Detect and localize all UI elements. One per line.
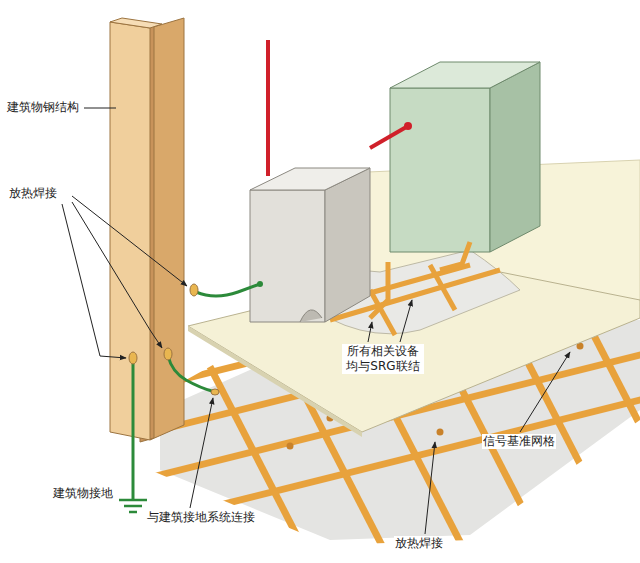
callout-label: 所有相关设备 均与SRG联结 — [342, 344, 424, 374]
callout-label: 建筑物钢结构 — [6, 100, 80, 115]
callout-label: 信号基准网格 — [482, 434, 556, 449]
exothermic-weld — [129, 284, 219, 395]
equipment-green — [390, 62, 540, 252]
floor-plate-edge — [188, 326, 362, 437]
callout-label: 放热焊接 — [8, 186, 58, 201]
bonding-wire — [196, 284, 260, 296]
leader-line — [62, 108, 570, 534]
red-bond-point — [404, 122, 412, 130]
equipment-strap — [370, 262, 388, 318]
ground-symbol — [119, 500, 147, 512]
callout-label: 与建筑接地系统连接 — [146, 510, 256, 525]
grid-weld — [437, 429, 444, 436]
steel-column — [110, 18, 184, 442]
grid-strip — [630, 250, 640, 563]
equipment-strap — [440, 242, 470, 270]
red-bond — [370, 126, 408, 148]
red-conductor — [266, 40, 270, 176]
ground-conductor — [132, 362, 135, 500]
callout-label: 建筑物接地 — [52, 486, 114, 501]
bond-point — [257, 281, 263, 287]
callout-label: 放热焊接 — [394, 536, 444, 551]
equipment-grey — [250, 168, 370, 322]
bonding-wire — [168, 356, 215, 392]
grid-weld — [287, 443, 294, 450]
